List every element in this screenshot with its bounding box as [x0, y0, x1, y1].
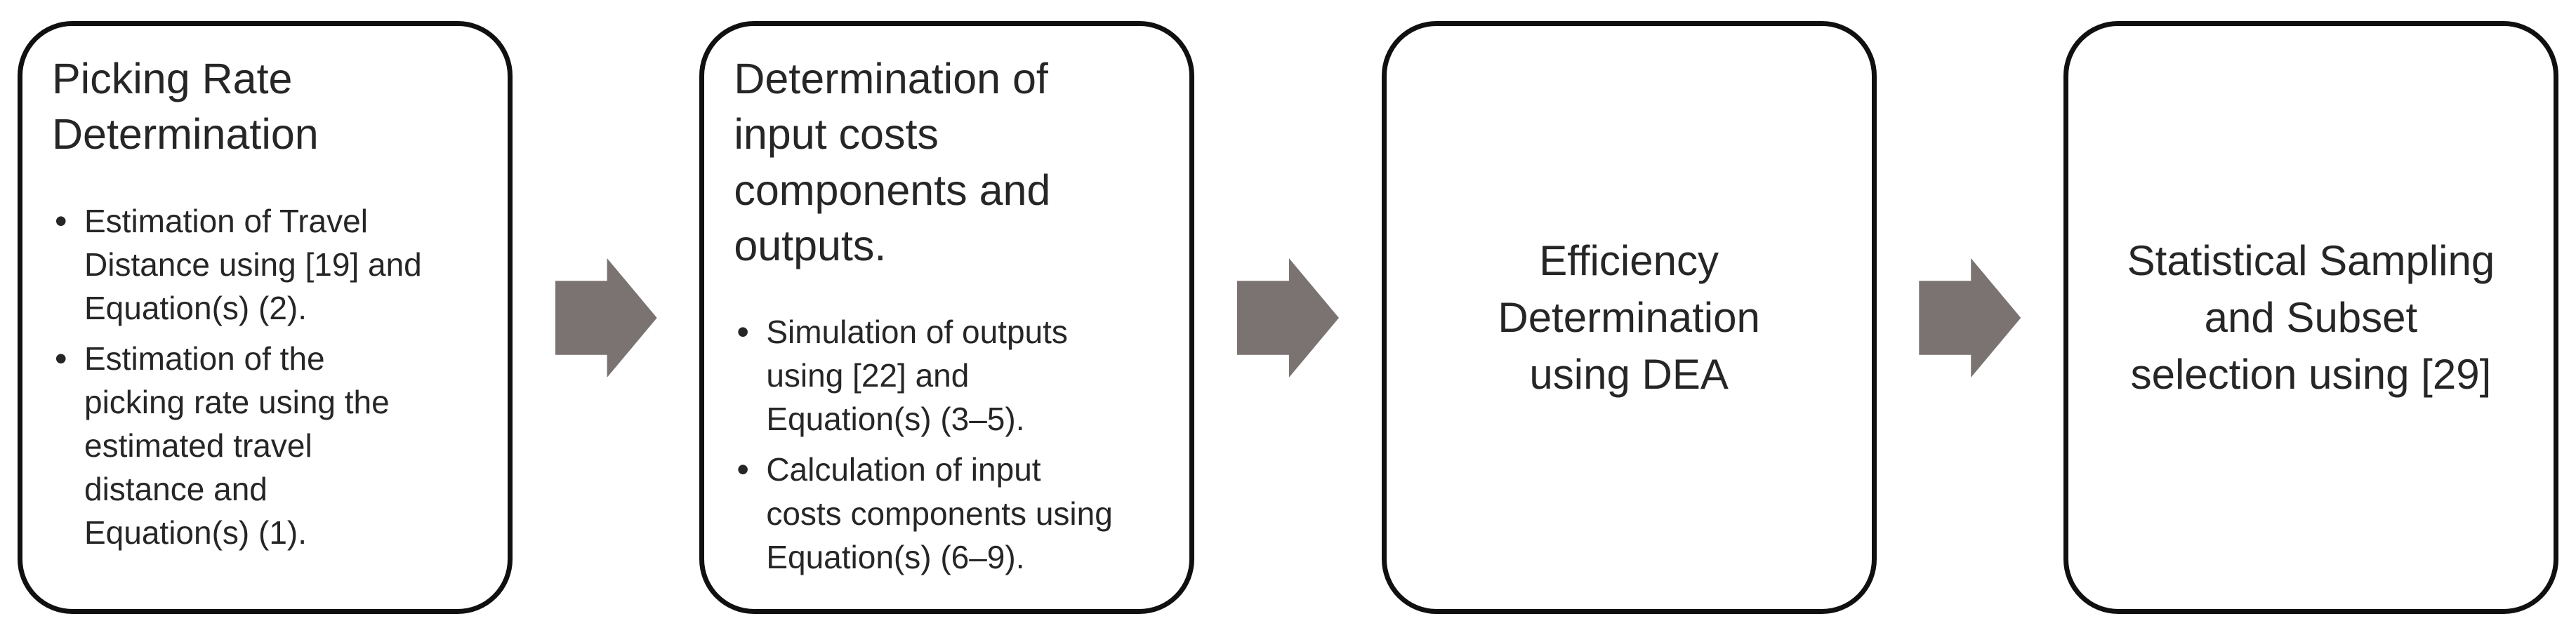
step-bullet-list: Simulation of outputs using [22] and Equ…: [734, 309, 1160, 579]
right-block-arrow-icon: [1236, 258, 1339, 377]
right-block-arrow-icon: [1919, 258, 2021, 377]
step-box-efficiency-dea: Efficiency Determination using DEA: [1381, 21, 1877, 614]
step-title: Statistical Sampling and Subset selectio…: [2127, 237, 2495, 398]
step-box-input-costs: Determination of input costs components …: [699, 21, 1195, 614]
bullet-item: Estimation of the picking rate using the…: [52, 335, 478, 554]
bullet-item: Calculation of input costs components us…: [734, 446, 1160, 578]
step-title: Efficiency Determination using DEA: [1498, 237, 1760, 398]
step-title: Determination of input costs components …: [734, 55, 1051, 269]
step-bullet-list: Estimation of Travel Distance using [19]…: [52, 198, 478, 555]
right-block-arrow-icon: [555, 258, 657, 377]
step-box-statistical-sampling: Statistical Sampling and Subset selectio…: [2063, 21, 2558, 614]
step-title: Picking Rate Determination: [52, 55, 319, 159]
step-box-picking-rate: Picking Rate Determination Estimation of…: [18, 21, 513, 614]
bullet-item: Estimation of Travel Distance using [19]…: [52, 198, 478, 330]
bullet-item: Simulation of outputs using [22] and Equ…: [734, 309, 1160, 441]
